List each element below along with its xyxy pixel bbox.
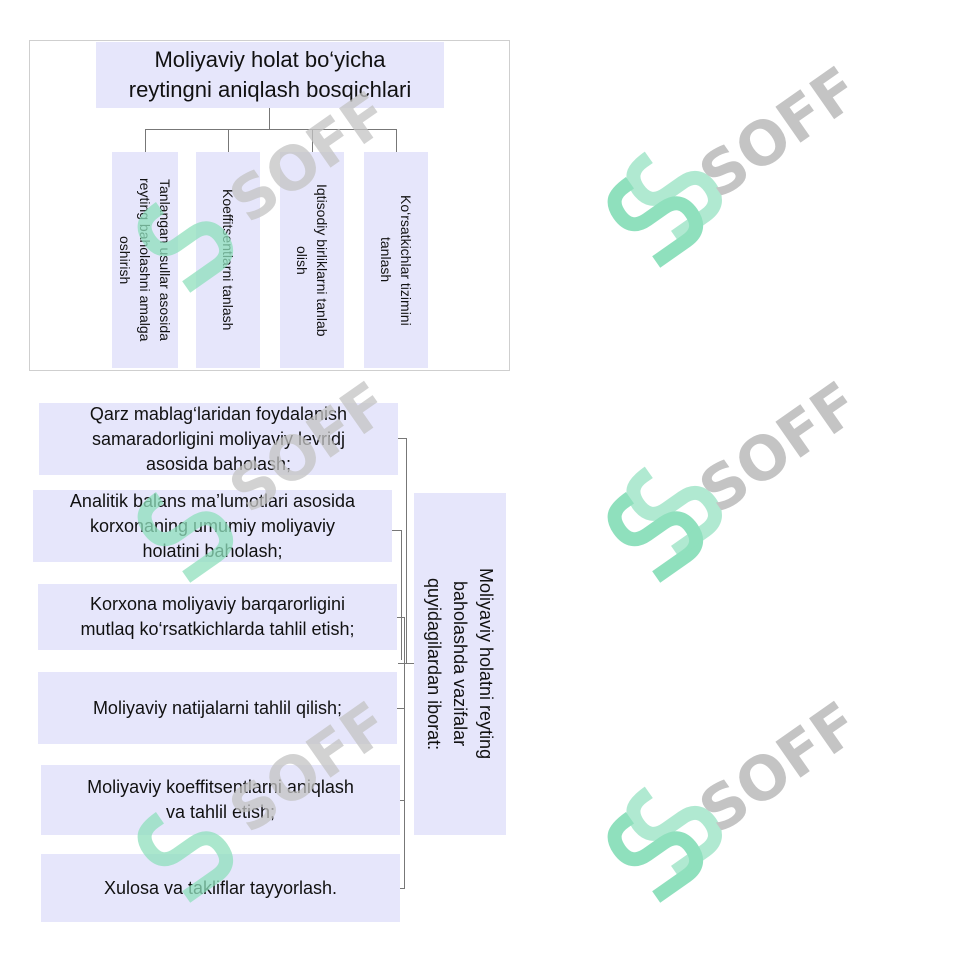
task-text: Moliyaviy koeffitsentlarni aniqlash va t… [87,777,354,822]
connector-bracket-3-mid-b [397,708,405,709]
summary-box: Moliyaviy holatni reyting baholashda vaz… [414,493,506,835]
step-text: Koeffitsentlarni tanlash [220,189,236,331]
connector-bracket-3-bottom [400,888,405,889]
task-box: Moliyaviy koeffitsentlarni aniqlash va t… [41,765,400,835]
connector-bracket-2 [401,530,402,660]
task-box: Analitik balans ma’lumotlari asosida kor… [33,490,392,562]
connector-bracket-3 [404,617,405,889]
connector-step-1 [145,129,146,152]
step-text: Tanlangan usullar asosida reyting bahola… [117,178,173,342]
task-box: Qarz mablag‘laridan foydalanish samarado… [39,403,398,475]
task-box: Moliyaviy natijalarni tahlil qilish; [38,672,397,744]
connector-step-4 [396,129,397,152]
connector-bracket-1 [406,438,407,663]
task-text: Analitik balans ma’lumotlari asosida kor… [69,490,356,561]
watermark-logo: SOFF [607,370,860,583]
watermark-logo: SOFF [607,55,860,268]
step-box: Tanlangan usullar asosida reyting bahola… [112,152,178,368]
task-box: Xulosa va takliflar tayyorlash. [41,854,400,922]
watermark-text: SOFF [687,55,860,212]
connector-title-stem [269,108,270,129]
watermark-logo: SOFF [607,690,860,903]
diagram-title: Moliyaviy holat bo‘yicha reytingni aniql… [96,42,444,108]
summary-text: Moliyaviy holatni reyting baholashda vaz… [424,568,496,760]
step-text: Iqtisodiy birliklarni tanlab olish [294,183,330,337]
connector-step-2 [228,129,229,152]
connector-bracket-3-mid-a [397,617,405,618]
connector-to-summary [406,663,414,664]
watermark-logo-icon [607,491,704,583]
task-box: Korxona moliyaviy barqarorligini mutlaq … [38,584,397,650]
task-text: Xulosa va takliflar tayyorlash. [103,877,338,898]
watermark-logo-icon [607,811,704,903]
task-text: Korxona moliyaviy barqarorligini mutlaq … [80,594,355,639]
watermark-text: SOFF [687,690,860,847]
watermark-text: SOFF [687,370,860,527]
task-text: Moliyaviy natijalarni tahlil qilish; [92,697,343,718]
connector-top-bus [145,129,397,130]
connector-step-3 [312,129,313,152]
task-text: Qarz mablag‘laridan foydalanish samarado… [89,403,348,474]
connector-bracket-1-bottom [398,663,407,664]
connector-bracket-2-top [392,530,401,531]
step-text: Ko‘rsatkichlar tizimini tanlash [378,194,414,326]
connector-bracket-3-mid-c [400,800,405,801]
connector-bracket-1-top [398,438,407,439]
step-box: Ko‘rsatkichlar tizimini tanlash [364,152,428,368]
step-box: Koeffitsentlarni tanlash [196,152,260,368]
step-box: Iqtisodiy birliklarni tanlab olish [280,152,344,368]
diagram-title-text: Moliyaviy holat bo‘yicha reytingni aniql… [128,47,412,102]
watermark-logo-icon [607,176,704,268]
